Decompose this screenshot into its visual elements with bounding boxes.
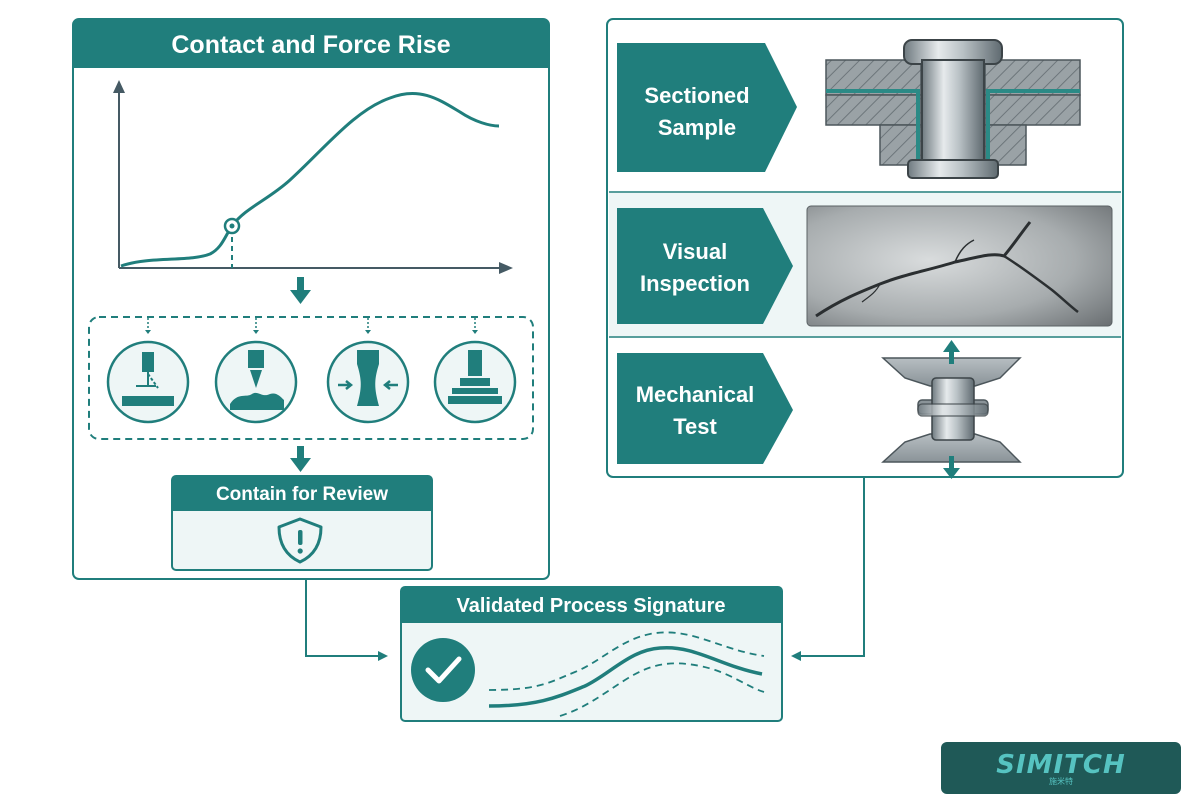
arrow-up-icon: [943, 340, 960, 364]
die-deformation-icon: [214, 340, 298, 424]
failure-modes-group: [88, 316, 534, 440]
sectioned-label-line2: Sample: [658, 115, 736, 140]
force-curve: [120, 92, 500, 268]
punch-misalignment-icon: [106, 340, 190, 424]
mechanical-label-line1: Mechanical: [636, 382, 755, 407]
mechanical-label-line2: Test: [673, 414, 717, 439]
contact-force-title: Contact and Force Rise: [171, 31, 450, 59]
x-axis-arrow-icon: [499, 262, 513, 274]
contact-force-panel: Contact and Force Rise: [72, 18, 550, 580]
verification-item-mechanical-test: Mechanical Test: [617, 353, 793, 464]
verification-item-visual-inspection: Visual Inspection: [617, 208, 793, 324]
tensile-test-icon: [881, 340, 1022, 479]
contain-review-title: Contain for Review: [216, 484, 388, 505]
arrow-down-icon: [943, 456, 960, 479]
down-arrow-icon: [290, 446, 311, 472]
contain-review-box: Contain for Review: [171, 475, 433, 571]
visual-label-line2: Inspection: [640, 271, 750, 296]
verification-item-sectioned-sample: Sectioned Sample: [617, 43, 797, 172]
shield-warning-icon: [277, 517, 323, 564]
stacked-layers-icon: [433, 340, 517, 424]
verification-panel: Sectioned Sample Visual Inspection: [606, 18, 1124, 479]
crack-surface-icon: [806, 205, 1113, 327]
logo-wordmark: SIMITCH: [996, 750, 1126, 780]
sectioned-label-line1: Sectioned: [644, 83, 749, 108]
validated-signature-box: Validated Process Signature: [400, 586, 783, 722]
logo-subtext: 施米特: [1049, 777, 1073, 786]
visual-label-line1: Visual: [663, 239, 727, 264]
check-circle-icon: [411, 638, 475, 702]
side-compression-icon: [326, 340, 410, 424]
y-axis-arrow-icon: [113, 80, 125, 93]
force-chart: [113, 80, 513, 274]
validated-title: Validated Process Signature: [457, 595, 726, 617]
rivet-cross-section-icon: [825, 39, 1081, 179]
signature-curve: [488, 631, 765, 717]
down-arrow-icon: [290, 277, 311, 304]
simitch-logo: SIMITCH 施米特: [941, 742, 1181, 794]
connector-lines: [305, 477, 865, 661]
